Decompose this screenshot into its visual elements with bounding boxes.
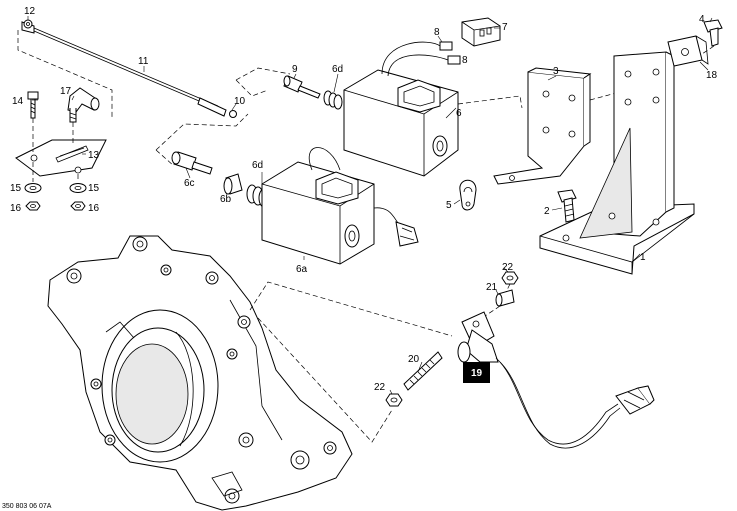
- end-clip-12: [23, 19, 33, 29]
- connector-7: [461, 17, 501, 47]
- spacer-21: [495, 289, 515, 307]
- label-16-right: 16: [88, 203, 100, 214]
- label-22-bottom: 22: [374, 382, 386, 393]
- label-6: 6: [456, 108, 462, 119]
- nut-16-left: [25, 201, 41, 211]
- label-19: 19: [471, 368, 483, 379]
- label-12: 12: [24, 6, 36, 17]
- bolt-2: [557, 189, 577, 223]
- label-6d-upper: 6d: [332, 64, 343, 75]
- label-15-left: 15: [10, 183, 22, 194]
- label-15-right: 15: [88, 183, 100, 194]
- label-6b: 6b: [220, 194, 232, 205]
- label-13: 13: [88, 150, 100, 161]
- drawing-code: 350 803 06 07A: [2, 503, 52, 510]
- sleeve-6b: [223, 173, 243, 195]
- label-9: 9: [292, 64, 298, 75]
- terminal-8-top: [439, 41, 453, 51]
- label-17: 17: [60, 86, 72, 97]
- nut-22-bottom: [385, 393, 403, 407]
- label-2: 2: [544, 206, 550, 217]
- label-6a: 6a: [296, 264, 308, 275]
- stand-bracket-1: [539, 51, 695, 275]
- label-18: 18: [706, 70, 718, 81]
- clamp-plate-18: [667, 35, 709, 67]
- gearbox-housing: [47, 235, 353, 511]
- label-14: 14: [12, 96, 24, 107]
- label-3: 3: [553, 66, 559, 77]
- highlight-box: [463, 362, 490, 383]
- bracket-3: [493, 67, 592, 185]
- label-8-upper: 8: [434, 27, 440, 38]
- washer-15-left: [24, 183, 42, 193]
- label-20: 20: [408, 354, 420, 365]
- plunger-6c: [171, 151, 213, 175]
- solenoid-valve-6a: [261, 147, 419, 265]
- label-5: 5: [446, 200, 452, 211]
- bracket-plate-13: [15, 139, 107, 177]
- stud-20: [403, 351, 443, 391]
- clip-5: [459, 179, 477, 211]
- label-6c: 6c: [184, 178, 195, 189]
- bolt-14: [27, 91, 39, 119]
- sensor-19: [457, 311, 655, 449]
- label-21: 21: [486, 282, 498, 293]
- label-6d-lower: 6d: [252, 160, 263, 171]
- screw-4: [703, 19, 723, 47]
- label-22-top: 22: [502, 262, 514, 273]
- label-10: 10: [234, 96, 246, 107]
- label-7: 7: [502, 22, 508, 33]
- label-4: 4: [699, 14, 705, 25]
- plunger-9: [283, 75, 321, 99]
- highlight-callout-19: 19: [463, 362, 490, 383]
- nut-16-right: [70, 201, 86, 211]
- spring-6d-upper: [323, 90, 343, 110]
- label-16-left: 16: [10, 203, 22, 214]
- solenoid-valve-6: [343, 41, 459, 177]
- label-11: 11: [138, 56, 149, 67]
- label-8-lower: 8: [462, 55, 468, 66]
- washer-15-right: [69, 183, 87, 193]
- nut-22-top: [501, 271, 519, 285]
- label-1: 1: [640, 252, 646, 263]
- cable-rod-11: [21, 21, 237, 118]
- elbow-fitting-17: [67, 87, 100, 123]
- terminal-8-bottom: [447, 55, 461, 65]
